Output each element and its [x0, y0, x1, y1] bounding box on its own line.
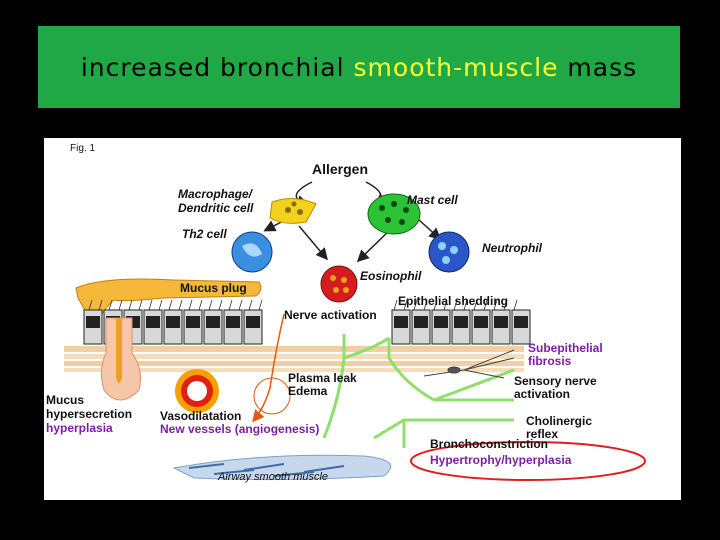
bronchoconstriction-label: Bronchoconstriction — [430, 437, 549, 451]
mucus-hypersecretion-label-1: Mucus — [46, 393, 85, 407]
edema-circle — [253, 377, 291, 415]
nerve-fibers — [322, 334, 515, 448]
th2-cell — [231, 231, 273, 273]
mucus-plug-label: Mucus plug — [180, 281, 247, 295]
submucosa-bands — [64, 346, 524, 372]
edema-label: Edema — [288, 384, 328, 398]
subepithelial-label-2: fibrosis — [528, 354, 572, 368]
title-part-1: increased bronchial — [80, 52, 354, 82]
hyperplasia-label: hyperplasia — [46, 421, 113, 435]
slide-title-banner: increased bronchial smooth-muscle mass — [38, 26, 680, 108]
cholinergic-label-2: reflex — [526, 427, 559, 441]
vasodilatation-label: Vasodilatation — [160, 409, 242, 423]
neutrophil-label: Neutrophil — [482, 241, 542, 255]
mast-cell-label: Mast cell — [407, 193, 458, 207]
plasma-leak-label: Plasma leak — [288, 371, 357, 385]
airway-smooth-muscle-label: Airway smooth muscle — [218, 471, 329, 483]
figure-illustration — [64, 181, 646, 481]
sensory-nerve-label-2: activation — [514, 387, 571, 401]
edema-arrow — [252, 313, 285, 423]
epithelial-shedding-label: Epithelial shedding — [398, 294, 509, 308]
gland-secretion — [116, 318, 122, 383]
th2-cell-label: Th2 cell — [182, 227, 227, 241]
eosinophil-label: Eosinophil — [360, 269, 422, 283]
eosinophil-cell — [320, 265, 358, 303]
macrophage-label-2: Dendritic cell — [178, 201, 254, 215]
title-part-2: mass — [558, 52, 638, 82]
new-vessels-label: New vessels (angiogenesis) — [160, 422, 320, 436]
hypertrophy-label: Hypertrophy/hyperplasia — [430, 453, 572, 467]
macrophage-cell — [269, 198, 317, 224]
hypertrophy-highlight-ellipse — [410, 441, 646, 481]
asthma-pathology-figure: Fig. 1 Allergen Macrophage/ Dendritic ce… — [44, 138, 681, 500]
title-highlight: smooth-muscle — [353, 52, 559, 82]
fig-label: Fig. 1 — [70, 143, 96, 154]
cholinergic-label-1: Cholinergic — [526, 414, 593, 428]
cilia — [88, 299, 518, 311]
airway-smooth-muscle-shape — [172, 454, 392, 481]
nerve-activation-label: Nerve activation — [284, 308, 377, 322]
blood-vessel — [175, 369, 219, 413]
neutrophil-cell — [428, 231, 470, 273]
sensory-nerve-label-1: Sensory nerve — [514, 374, 597, 388]
sensory-neuron — [423, 349, 515, 379]
allergen-label: Allergen — [312, 161, 369, 177]
mast-cell — [367, 193, 421, 235]
mucus-hypersecretion-label-2: hypersecretion — [46, 407, 133, 421]
subepithelial-label-1: Subepithelial — [528, 341, 603, 355]
macrophage-label-1: Macrophage/ — [178, 187, 253, 201]
